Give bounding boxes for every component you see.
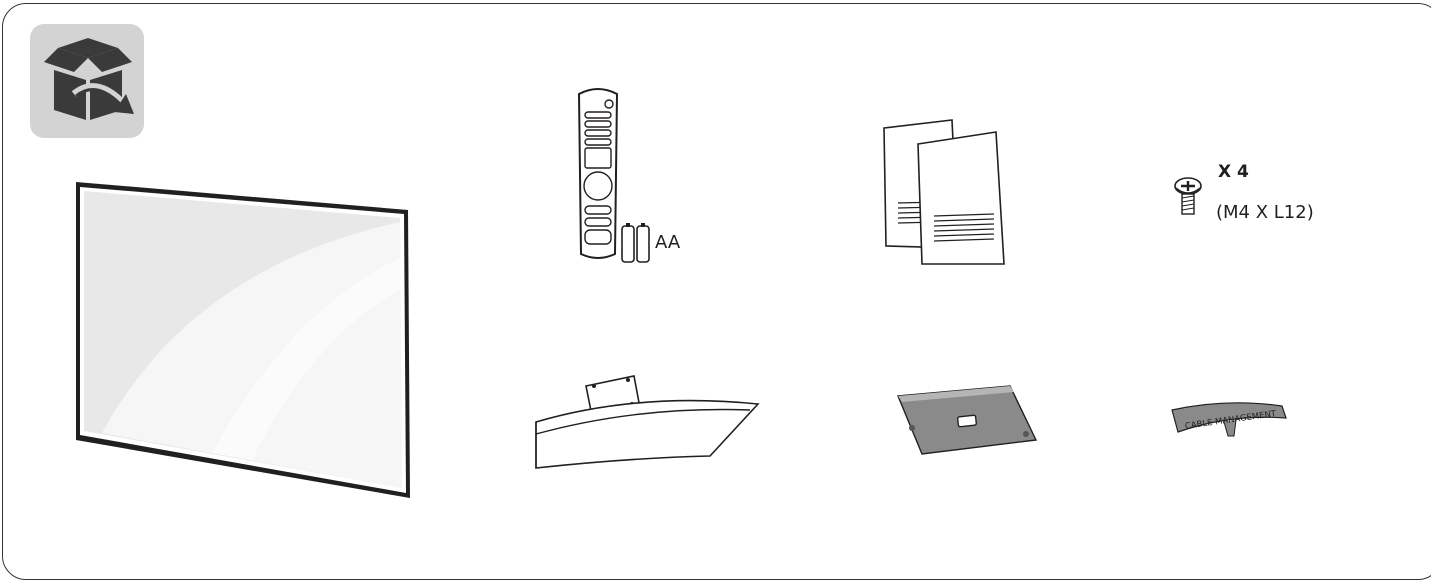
stand-base-icon [535, 375, 760, 469]
remote-control-icon [577, 88, 619, 259]
battery-icon [621, 223, 650, 263]
cable-management-clip-icon: CABLE MANAGEMENT [1171, 402, 1287, 437]
tv-panel-icon [76, 182, 410, 498]
screw-quantity: X 4 [1218, 162, 1249, 182]
screw-spec: (M4 X L12) [1216, 202, 1314, 223]
battery-label: AA [655, 232, 681, 253]
manual-booklets-icon [883, 119, 1005, 265]
unboxing-icon [30, 24, 144, 138]
stand-cover-icon [896, 385, 1038, 455]
screw-icon [1174, 177, 1202, 215]
accessories-panel [2, 3, 1431, 580]
